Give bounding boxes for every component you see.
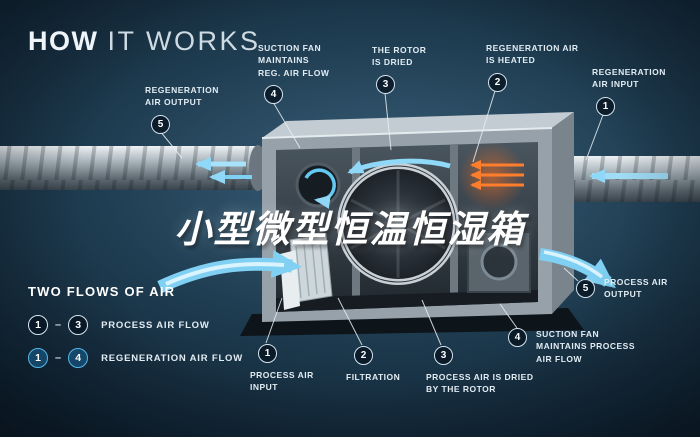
legend-number-badge: 4 (68, 348, 89, 368)
callout-label: REGENERATION AIR OUTPUT (145, 85, 219, 108)
callout-rotor-is-dried: THE ROTOR IS DRIED 3 (372, 44, 426, 94)
legend-label: PROCESS AIR FLOW (101, 319, 210, 331)
legend-row-regeneration-air: 1 – 4 REGENERATION AIR FLOW (28, 348, 243, 368)
callout-number-badge: 2 (354, 346, 373, 365)
page-title: HOW IT WORKS (28, 26, 261, 57)
callout-regeneration-air-heated: REGENERATION AIR IS HEATED 2 (486, 42, 579, 92)
callout-number-badge: 3 (376, 74, 395, 94)
machine-side-face (552, 112, 574, 314)
callout-label: THE ROTOR IS DRIED (372, 45, 427, 68)
callout-label: PROCESS AIR OUTPUT (604, 277, 668, 300)
legend-heading: TWO FLOWS OF AIR (28, 284, 176, 299)
callout-regeneration-air-input: REGENERATION AIR INPUT 1 (592, 66, 666, 116)
callout-filtration: 2 FILTRATION (346, 346, 400, 383)
callout-label: SUCTION FAN MAINTAINS REG. AIR FLOW (258, 43, 330, 78)
callout-number-badge: 1 (258, 344, 277, 363)
legend-number-badge: 1 (28, 315, 48, 335)
callout-number-badge: 5 (151, 114, 170, 134)
callout-number-badge: 2 (488, 72, 507, 92)
left-duct (0, 145, 267, 191)
callout-suction-fan-reg: SUCTION FAN MAINTAINS REG. AIR FLOW 4 (258, 42, 329, 104)
legend-number-badge: 3 (68, 315, 89, 335)
title-how: HOW (28, 26, 99, 56)
callout-process-air-dried: 3 PROCESS AIR IS DRIED BY THE ROTOR (426, 346, 533, 396)
callout-label: PROCESS AIR IS DRIED BY THE ROTOR (426, 372, 534, 395)
callout-suction-fan-process: 4 SUCTION FAN MAINTAINS PROCESS AIR FLOW (508, 328, 635, 365)
legend-label: REGENERATION AIR FLOW (101, 352, 244, 364)
callout-process-air-output: 5 PROCESS AIR OUTPUT (576, 276, 668, 301)
callout-label: FILTRATION (346, 372, 401, 382)
callout-number-badge: 4 (264, 84, 283, 104)
legend-range-dash: – (55, 319, 62, 331)
legend-range-dash: – (55, 352, 62, 364)
callout-number-badge: 4 (508, 328, 527, 347)
callout-number-badge: 5 (576, 278, 595, 298)
callout-process-air-input: 1 PROCESS AIR INPUT (250, 344, 314, 394)
callout-number-badge: 3 (434, 346, 453, 365)
callout-label: SUCTION FAN MAINTAINS PROCESS AIR FLOW (536, 329, 636, 364)
callout-label: REGENERATION AIR INPUT (592, 67, 666, 90)
legend-row-process-air: 1 – 3 PROCESS AIR FLOW (28, 315, 243, 335)
callout-regeneration-air-output: REGENERATION AIR OUTPUT 5 (145, 84, 219, 134)
callout-label: PROCESS AIR INPUT (250, 370, 314, 393)
legend-number-badge: 1 (28, 348, 48, 368)
callout-label: REGENERATION AIR IS HEATED (486, 43, 579, 66)
watermark-text: 小型微型恒温恒湿箱 (174, 209, 526, 250)
callout-number-badge: 1 (596, 96, 615, 116)
legend: TWO FLOWS OF AIR 1 – 3 PROCESS AIR FLOW … (28, 284, 243, 381)
title-it-works: IT WORKS (107, 26, 261, 56)
